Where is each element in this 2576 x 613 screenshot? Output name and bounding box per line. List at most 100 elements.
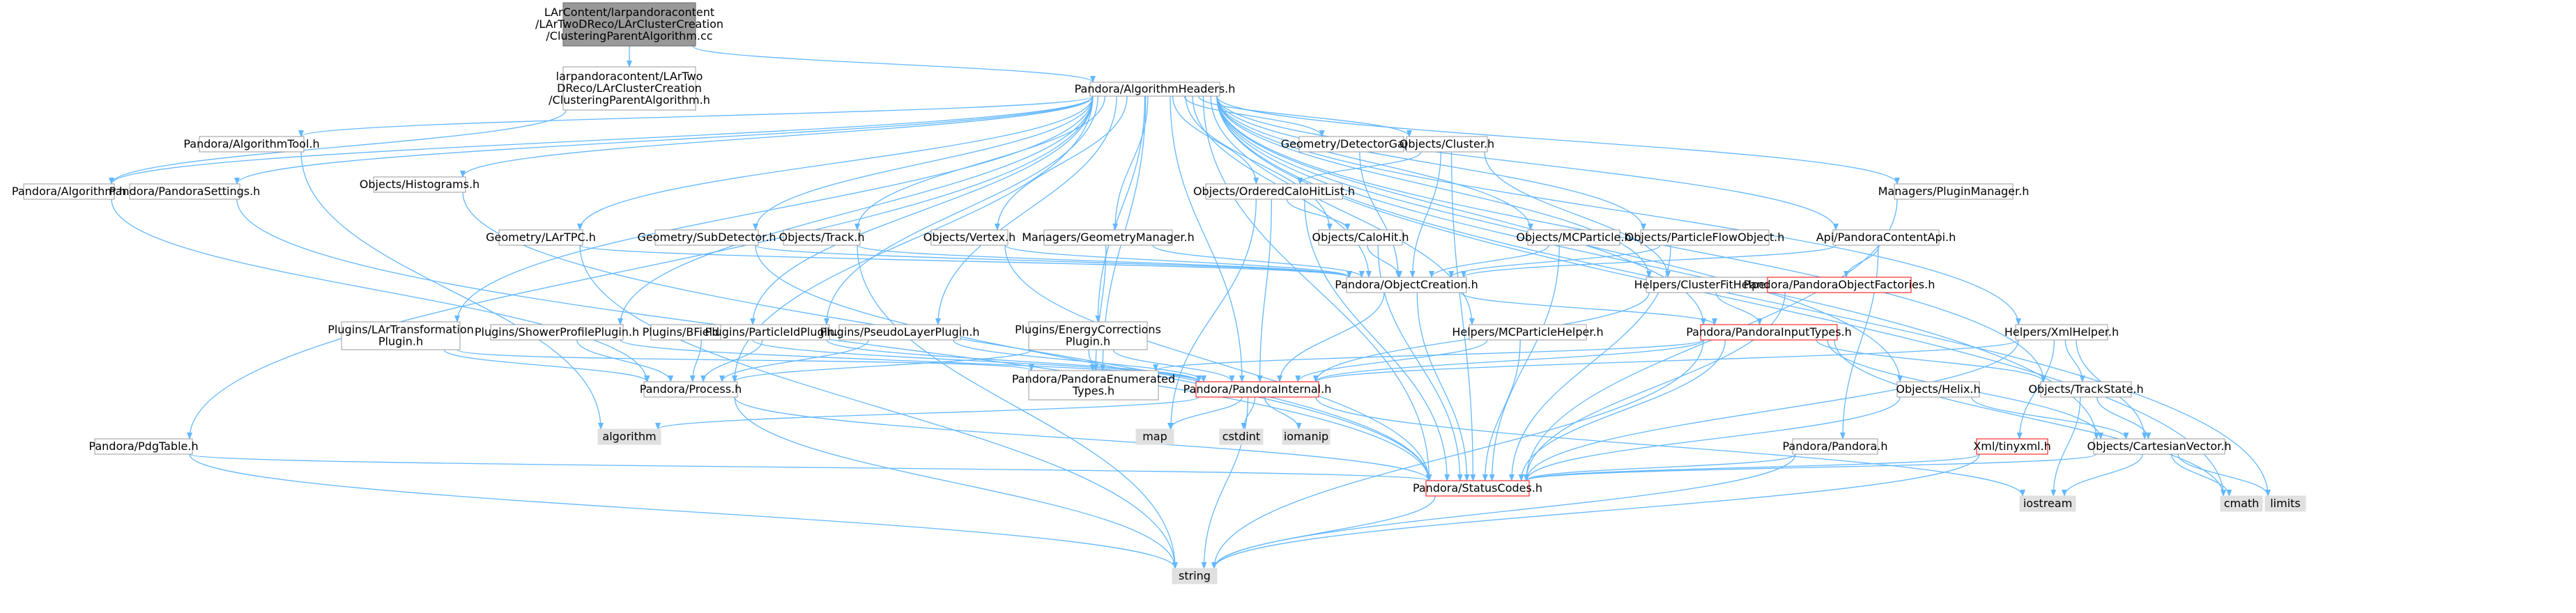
edge-alg_headers-to-pandora_algtool — [298, 95, 1094, 137]
node-label-help_mcp: Helpers/MCParticleHelper.h — [1452, 325, 1603, 339]
edge-pandora_pdgtable-to-status_codes — [189, 453, 1432, 481]
edge-alg_headers-to-s_limits — [1216, 95, 2271, 497]
edge-help_xml-to-xml_tinyxml — [2016, 339, 2055, 440]
edge-obj_calohit-to-obj_creation — [1367, 245, 1403, 278]
node-label-help_xml: Helpers/XmlHelper.h — [2004, 325, 2119, 339]
node-pandora_alg[interactable]: Pandora/Algorithm.h — [12, 183, 126, 200]
node-root[interactable]: LArContent/larpandoracontent/LArTwoDReco… — [535, 2, 723, 47]
node-label-geo_subdet: Geometry/SubDetector.h — [637, 231, 776, 244]
node-box-s_iomanip — [1282, 428, 1331, 445]
node-s_iostream[interactable]: iostream — [2019, 495, 2076, 512]
node-pandora_process[interactable]: Pandora/Process.h — [640, 381, 742, 398]
edge-plug_shower-to-pandora_process — [576, 339, 674, 382]
node-cpa_h[interactable]: larpandoracontent/LArTwoDReco/LArCluster… — [549, 66, 710, 111]
edge-alg_headers-to-plug_bfield — [750, 95, 1094, 325]
node-alg_headers[interactable]: Pandora/AlgorithmHeaders.h — [1075, 82, 1236, 97]
node-plug_pseudo[interactable]: Plugins/PseudoLayerPlugin.h — [820, 324, 980, 341]
node-label-cpa_h: larpandoracontent/LArTwo — [556, 70, 703, 83]
edge-alg_headers-to-status_codes — [1202, 95, 1432, 481]
edge-geo_subdet-to-obj_creation — [755, 245, 1352, 278]
edge-alg_headers-to-geo_detgap — [1183, 95, 1325, 137]
node-obj_track[interactable]: Objects/Track.h — [779, 229, 865, 246]
node-obj_pfo[interactable]: Objects/ParticleFlowObject.h — [1625, 229, 1785, 246]
edge-plug_shower-to-pandora_internal — [620, 339, 1202, 382]
edge-pandora_internal-to-s_iostream — [1315, 396, 2025, 497]
edge-alg_headers-to-obj_track — [854, 95, 1105, 231]
edge-obj_cluster-to-status_codes — [1450, 151, 1476, 481]
node-obj_creation[interactable]: Pandora/ObjectCreation.h — [1335, 277, 1478, 293]
node-box-obj_ochl — [1205, 183, 1343, 200]
node-box-pandora_alg — [23, 183, 115, 200]
node-geo_subdet[interactable]: Geometry/SubDetector.h — [637, 229, 776, 246]
edge-alg_headers-to-obj_hist — [460, 95, 1094, 178]
node-box-input_types — [1700, 324, 1838, 341]
node-mgr_geo[interactable]: Managers/GeometryManager.h — [1022, 229, 1195, 246]
edge-geo_detgap-to-obj_creation — [1359, 151, 1402, 278]
node-plug_shower[interactable]: Plugins/ShowerProfilePlugin.h — [475, 324, 639, 341]
node-obj_cluster[interactable]: Objects/Cluster.h — [1400, 136, 1494, 153]
node-s_map[interactable]: map — [1135, 428, 1174, 445]
edge-input_types-to-s_string — [1211, 339, 1704, 569]
node-box-s_cstdint — [1219, 428, 1264, 445]
edge-obj_helix-to-obj_cartvec — [1970, 396, 2129, 440]
node-geo_lartpc[interactable]: Geometry/LArTPC.h — [486, 229, 596, 246]
edge-obj_cartvec-to-status_codes — [1524, 453, 2097, 481]
node-box-obj_helix — [1896, 381, 1980, 398]
node-obj_ochl[interactable]: Objects/OrderedCaloHitList.h — [1193, 183, 1355, 200]
edge-alg_headers-to-plug_pseudo — [935, 95, 1117, 325]
node-box-s_limits — [2264, 495, 2306, 512]
node-s_string[interactable]: string — [1172, 568, 1218, 584]
node-obj_cartvec[interactable]: Objects/CartesianVector.h — [2087, 438, 2232, 455]
node-geo_detgap[interactable]: Geometry/DetectorGap.h — [1281, 136, 1422, 153]
edge-pandora_process-to-s_string — [734, 396, 1178, 569]
node-api[interactable]: Api/PandoraContentApi.h — [1816, 229, 1956, 246]
node-s_algorithm[interactable]: algorithm — [597, 428, 661, 445]
node-help_clusterfit[interactable]: Helpers/ClusterFitHelper.h — [1634, 277, 1780, 293]
edge-obj_trackstate-to-obj_cartvec — [2096, 396, 2152, 440]
node-status_codes[interactable]: Pandora/StatusCodes.h — [1413, 480, 1542, 497]
node-label-plug_pid: Plugins/ParticleIdPlugin.h — [705, 325, 845, 339]
node-label-input_types: Pandora/PandoraInputTypes.h — [1686, 325, 1852, 339]
edge-obj_cartvec-to-s_cmath — [2171, 453, 2232, 497]
edge-obj_ochl-to-status_codes — [1304, 199, 1450, 481]
node-s_limits[interactable]: limits — [2264, 495, 2306, 512]
node-help_mcp[interactable]: Helpers/MCParticleHelper.h — [1452, 324, 1604, 341]
node-pandora_pandora[interactable]: Pandora/Pandora.h — [1782, 438, 1888, 455]
node-obj_factories[interactable]: Pandora/PandoraObjectFactories.h — [1744, 277, 1935, 293]
edge-mgr_geo-to-obj_creation — [1152, 245, 1365, 278]
edge-obj_creation-to-input_types — [1460, 292, 1717, 325]
node-s_cstdint[interactable]: cstdint — [1219, 428, 1264, 445]
edge-pandora_pdgtable-to-s_string — [189, 453, 1178, 569]
node-obj_trackstate[interactable]: Objects/TrackState.h — [2028, 381, 2144, 398]
node-s_cmath[interactable]: cmath — [2220, 495, 2263, 512]
node-box-api — [1832, 229, 1940, 246]
node-box-enum_types — [1028, 370, 1159, 401]
edge-plug_pid-to-pandora_process — [700, 339, 763, 382]
node-input_types[interactable]: Pandora/PandoraInputTypes.h — [1686, 324, 1852, 341]
node-pandora_pdgtable[interactable]: Pandora/PdgTable.h — [89, 438, 199, 455]
edge-obj_track-to-s_string — [857, 245, 1178, 569]
node-obj_mcp[interactable]: Objects/MCParticle.h — [1516, 229, 1632, 246]
node-mgr_plugin[interactable]: Managers/PluginManager.h — [1878, 183, 2030, 200]
node-obj_calohit[interactable]: Objects/CaloHit.h — [1312, 229, 1409, 246]
node-pandora_algtool[interactable]: Pandora/AlgorithmTool.h — [183, 136, 320, 153]
node-box-obj_creation — [1346, 277, 1467, 293]
node-plug_pid[interactable]: Plugins/ParticleIdPlugin.h — [705, 324, 845, 341]
node-box-obj_trackstate — [2040, 381, 2132, 398]
node-obj_hist[interactable]: Objects/Histograms.h — [360, 176, 480, 193]
node-help_xml[interactable]: Helpers/XmlHelper.h — [2004, 324, 2119, 341]
node-box-alg_headers — [1089, 82, 1220, 97]
edge-geo_lartpc-to-obj_creation — [579, 245, 1352, 278]
node-xml_tinyxml[interactable]: Xml/tinyxml.h — [1973, 438, 2051, 455]
node-box-obj_calohit — [1318, 229, 1403, 246]
node-obj_vertex[interactable]: Objects/Vertex.h — [923, 229, 1016, 246]
node-pandora_internal[interactable]: Pandora/PandoraInternal.h — [1183, 381, 1332, 398]
edge-obj_cartvec-to-s_limits — [2177, 453, 2271, 497]
node-s_iomanip[interactable]: iomanip — [1282, 428, 1331, 445]
node-pandora_settings[interactable]: Pandora/PandoraSettings.h — [109, 183, 261, 200]
node-box-plug_shower — [490, 324, 624, 341]
node-obj_helix[interactable]: Objects/Helix.h — [1896, 381, 1981, 398]
